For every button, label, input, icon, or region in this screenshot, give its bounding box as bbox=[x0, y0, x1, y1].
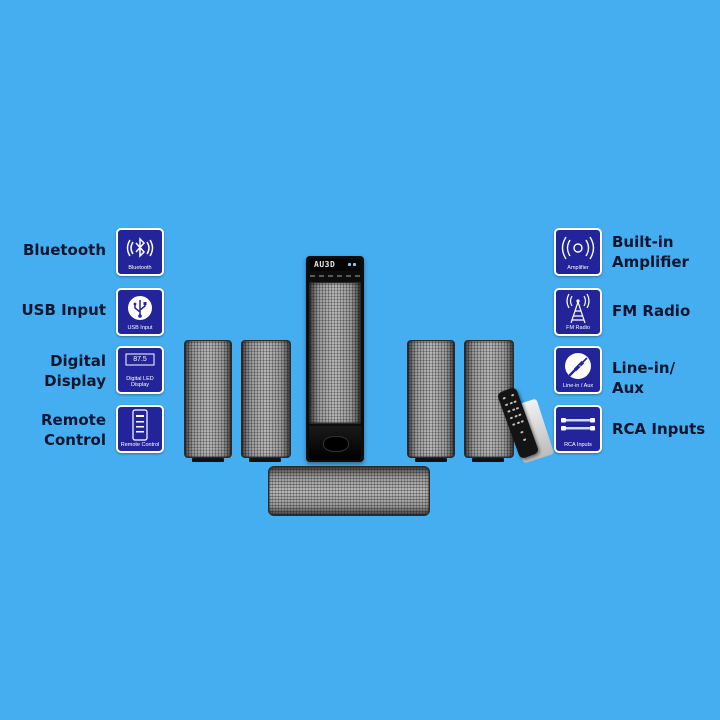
fm-radio-feature-badge: FM Radio bbox=[554, 288, 602, 336]
speaker-foot bbox=[192, 458, 224, 462]
amplifier-feature-badge: Amplifier bbox=[554, 228, 602, 276]
remote-control-caption: Remote Control bbox=[120, 442, 160, 448]
usb-caption: USB Input bbox=[127, 325, 153, 331]
aux-jack-icon bbox=[565, 353, 591, 379]
feature-label-rca-inputs: RCA Inputs bbox=[612, 420, 706, 438]
feature-label-digital-display: Digital Display bbox=[44, 352, 106, 390]
line-in-aux-caption: Line-in / Aux bbox=[562, 383, 594, 389]
fm-radio-caption: FM Radio bbox=[566, 325, 590, 331]
subwoofer-tower: AU3D bbox=[306, 256, 364, 462]
satellite-speaker-front-left bbox=[184, 340, 232, 458]
tower-indicator-led bbox=[348, 263, 351, 266]
bluetooth-caption: Bluetooth bbox=[128, 265, 152, 271]
satellite-speaker-rear-left bbox=[241, 340, 291, 458]
feature-label-line-in-aux: Line-in/ Aux bbox=[612, 359, 676, 397]
feature-label-built-in-amplifier: Built-in Amplifier bbox=[612, 233, 689, 271]
display-value: 87.5 bbox=[133, 356, 147, 363]
speaker-foot bbox=[472, 458, 504, 462]
rca-cable-icon bbox=[561, 418, 595, 431]
digital-display-caption: Digital LED Display bbox=[126, 376, 154, 388]
rca-inputs-caption: RCA Inputs bbox=[564, 442, 592, 448]
center-speaker bbox=[268, 466, 430, 516]
radio-tower-icon bbox=[566, 293, 590, 324]
remote-control-feature-badge: Remote Control bbox=[116, 405, 164, 453]
tower-display bbox=[310, 259, 360, 271]
line-in-aux-feature-badge: Line-in / Aux bbox=[554, 346, 602, 394]
feature-label-remote-control: Remote Control bbox=[40, 411, 106, 449]
usb-feature-badge: USB Input bbox=[116, 288, 164, 336]
speaker-foot bbox=[415, 458, 447, 462]
bass-port bbox=[323, 436, 349, 452]
feature-label-fm-radio: FM Radio bbox=[612, 302, 691, 320]
feature-label-bluetooth: Bluetooth bbox=[22, 241, 106, 259]
amplifier-caption: Amplifier bbox=[567, 265, 589, 271]
bluetooth-icon bbox=[126, 237, 154, 258]
tower-indicator-led bbox=[353, 263, 356, 266]
amplifier-icon bbox=[561, 236, 595, 260]
tower-control-buttons bbox=[310, 275, 360, 278]
remote-control-icon bbox=[132, 409, 148, 441]
tower-grille bbox=[309, 282, 361, 424]
feature-label-usb-input: USB Input bbox=[21, 301, 107, 319]
digital-display-icon bbox=[125, 353, 155, 366]
bluetooth-feature-badge: Bluetooth bbox=[116, 228, 164, 276]
satellite-speaker-rear-right bbox=[407, 340, 455, 458]
speaker-foot bbox=[249, 458, 281, 462]
tower-brand-logo: AU3D bbox=[314, 260, 336, 269]
usb-icon bbox=[128, 296, 152, 320]
rca-inputs-feature-badge: RCA Inputs bbox=[554, 405, 602, 453]
digital-display-feature-badge: 87.5 Digital LED Display bbox=[116, 346, 164, 394]
tower-base bbox=[309, 426, 361, 460]
